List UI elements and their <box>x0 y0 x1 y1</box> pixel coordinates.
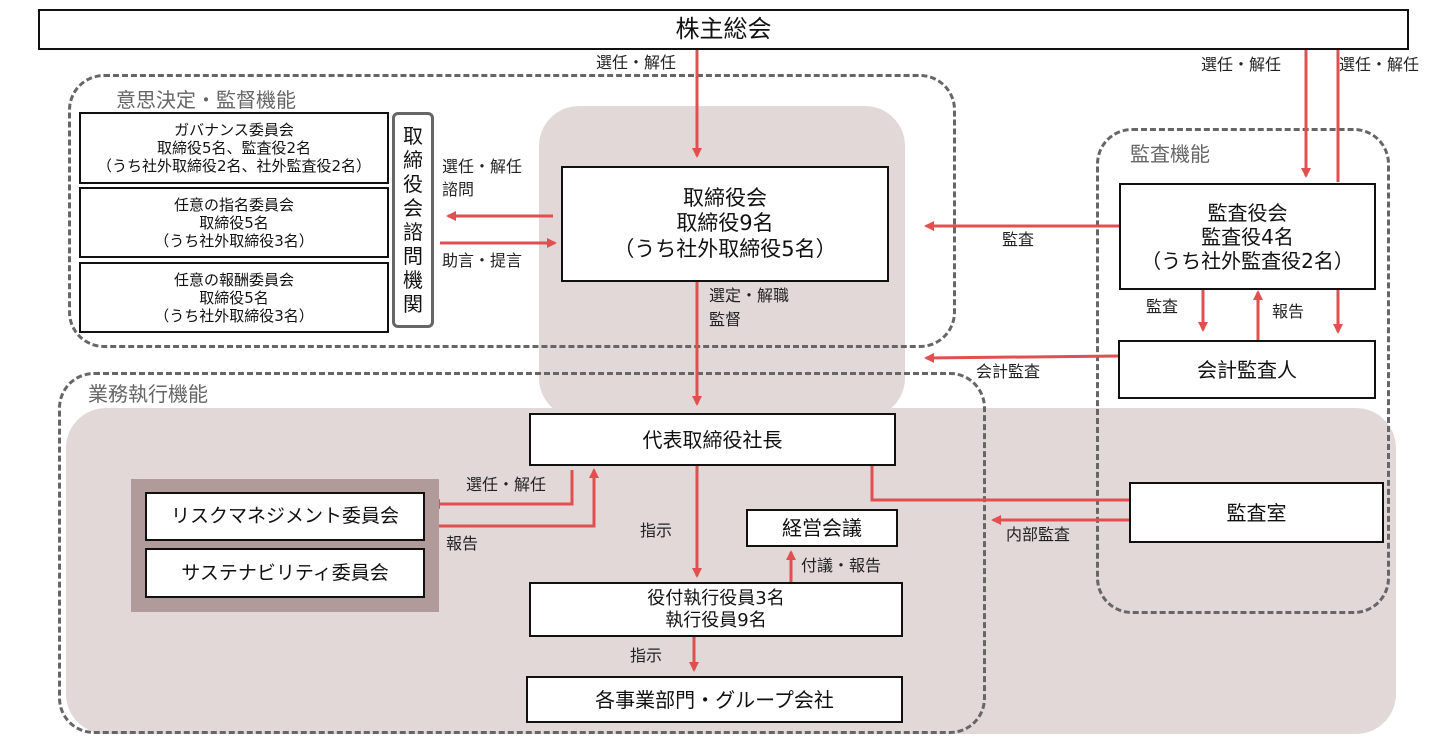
sustainability-committee-label: サステナビリティ委員会 <box>181 561 389 584</box>
committee-line: 取締役5名、監査役2名 <box>156 139 312 157</box>
label-propose-report: 付議・報告 <box>801 556 882 575</box>
advisory-char: 会 <box>403 196 423 220</box>
advisory-char: 関 <box>403 292 423 316</box>
audit-board-line: （うち社外監査役2名） <box>1141 248 1354 273</box>
committee-line: ガバナンス委員会 <box>174 121 294 139</box>
committee-line: （うち社外取締役2名、社外監査役2名） <box>96 157 372 175</box>
label-instruct-officers: 指示 <box>640 521 673 540</box>
shareholders-meeting-label: 株主総会 <box>675 15 772 44</box>
committee-line: 取締役5名 <box>199 213 269 232</box>
board-line: 取締役9名 <box>676 211 774 236</box>
label-report-risk: 報告 <box>446 534 479 553</box>
execution-region-frame <box>58 372 986 734</box>
label-supervise: 監督 <box>709 310 742 329</box>
advisory-char: 取 <box>403 124 423 148</box>
advisory-char: 諮 <box>403 220 423 244</box>
risk-management-committee-box: リスクマネジメント委員会 <box>145 492 425 541</box>
label-advice: 助言・提言 <box>442 251 523 270</box>
president-label: 代表取締役社長 <box>642 427 783 452</box>
management-meeting-label: 経営会議 <box>782 516 862 540</box>
advisory-char: 役 <box>403 172 423 196</box>
compensation-committee-box: 任意の報酬委員会 取締役5名 （うち社外取締役3名） <box>79 262 389 333</box>
label-elect-committees: 選任・解任 <box>442 157 523 176</box>
board-line: （うち社外取締役5名） <box>613 236 837 261</box>
board-advisory-body: 取 締 役 会 諮 問 機 関 <box>392 112 434 328</box>
label-accounting-audit: 会計監査 <box>976 362 1041 381</box>
shareholders-meeting-box: 株主総会 <box>38 9 1409 50</box>
label-instruct-divisions: 指示 <box>630 646 663 665</box>
audit-region-title: 監査機能 <box>1126 138 1214 167</box>
line-president-internal-audit <box>870 466 1130 502</box>
officers-line: 執行役員9名 <box>665 609 767 631</box>
divisions-label: 各事業部門・グループ会社 <box>595 687 834 712</box>
label-appoint: 選定・解職 <box>709 286 790 305</box>
label-report-up: 報告 <box>1272 302 1305 321</box>
committee-line: 任意の指名委員会 <box>173 195 294 214</box>
label-internal-audit: 内部監査 <box>1006 525 1071 544</box>
president-box: 代表取締役社長 <box>529 413 896 466</box>
internal-audit-box: 監査室 <box>1129 482 1384 543</box>
committee-line: （うち社外取締役3名） <box>154 231 314 250</box>
arrow-president-to-risk <box>430 470 574 509</box>
label-elect-risk: 選任・解任 <box>466 475 547 494</box>
arrow-risk-to-president <box>432 468 599 528</box>
nomination-committee-box: 任意の指名委員会 取締役5名 （うち社外取締役3名） <box>79 187 389 258</box>
decision-region-title: 意思決定・監督機能 <box>110 84 302 113</box>
internal-audit-label: 監査室 <box>1226 500 1287 525</box>
audit-board-line: 監査役会 <box>1207 200 1288 225</box>
label-elect-board: 選任・解任 <box>596 53 677 72</box>
label-audit-down: 監査 <box>1146 297 1179 316</box>
risk-committee-label: リスクマネジメント委員会 <box>170 505 399 528</box>
sustainability-committee-box: サステナビリティ委員会 <box>145 548 425 598</box>
advisory-char: 問 <box>403 244 423 268</box>
committee-line: 任意の報酬委員会 <box>173 270 294 289</box>
label-audit-board: 監査 <box>1002 230 1035 249</box>
officers-line: 役付執行役員3名 <box>647 587 785 609</box>
label-elect-auditors: 選任・解任 <box>1201 55 1282 74</box>
governance-committee-box: ガバナンス委員会 取締役5名、監査役2名 （うち社外取締役2名、社外監査役2名） <box>79 112 389 184</box>
arrow-accounting-audit-to-board <box>924 352 1121 363</box>
accounting-auditor-box: 会計監査人 <box>1118 340 1376 399</box>
board-line: 取締役会 <box>683 186 767 211</box>
management-meeting-box: 経営会議 <box>746 509 898 547</box>
audit-board-line: 監査役4名 <box>1201 224 1294 249</box>
audit-board-box: 監査役会 監査役4名 （うち社外監査役2名） <box>1119 183 1376 290</box>
divisions-box: 各事業部門・グループ会社 <box>526 676 903 723</box>
advisory-char: 締 <box>403 148 423 172</box>
execution-region-title: 業務執行機能 <box>88 382 208 406</box>
accounting-auditor-label: 会計監査人 <box>1197 357 1297 382</box>
board-of-directors-box: 取締役会 取締役9名 （うち社外取締役5名） <box>561 166 889 282</box>
executive-officers-box: 役付執行役員3名 執行役員9名 <box>529 582 903 637</box>
audit-region-frame <box>1096 128 1390 614</box>
decision-region-frame <box>68 74 956 348</box>
label-consult: 諮問 <box>442 180 475 199</box>
advisory-char: 機 <box>403 268 423 292</box>
label-elect-accounting: 選任・解任 <box>1339 55 1420 74</box>
committee-line: 取締役5名 <box>199 288 269 307</box>
committee-line: （うち社外取締役3名） <box>154 306 314 325</box>
